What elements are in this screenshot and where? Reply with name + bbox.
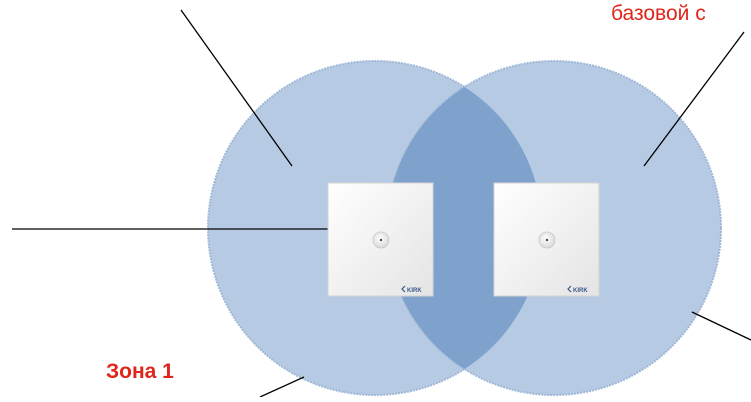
- caption-top-right: базовой с: [611, 2, 706, 25]
- base-station-right: KIRK: [493, 182, 600, 297]
- leader-line-top-left: [180, 9, 293, 167]
- coverage-overlap: [387, 61, 542, 395]
- leader-line-bottom-left: [259, 376, 305, 398]
- device-brand-label: KIRK: [573, 288, 588, 294]
- leader-line-top-right: [643, 31, 745, 167]
- base-station-left: KIRK: [327, 182, 434, 297]
- kirk-logo-icon: [567, 285, 572, 293]
- kirk-logo-icon: [401, 285, 406, 293]
- leader-line-bottom-right: [691, 311, 751, 341]
- caption-zone-1: Зона 1: [106, 360, 174, 383]
- device-brand-label: KIRK: [407, 288, 422, 294]
